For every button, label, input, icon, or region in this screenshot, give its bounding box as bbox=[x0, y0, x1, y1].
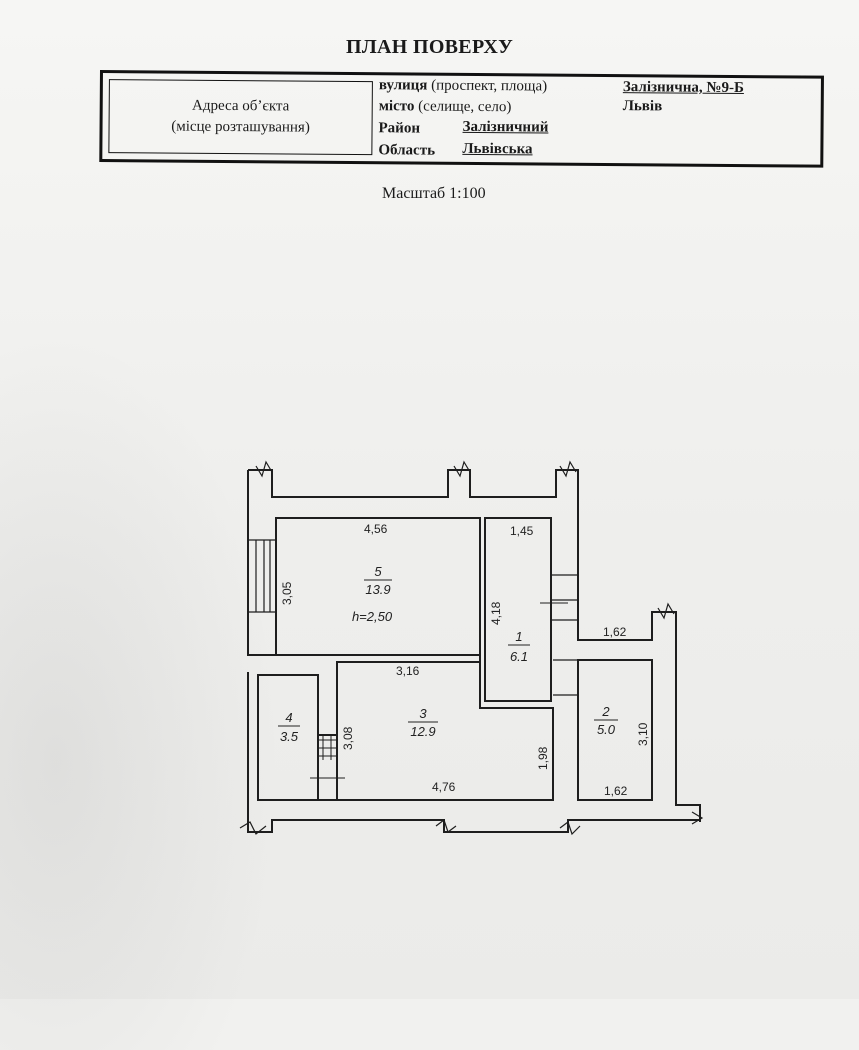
floor-plan: 4,56 3,05 5 13.9 h=2,50 1,45 4,18 1 6.1 … bbox=[239, 460, 704, 836]
room-5-height: h=2,50 bbox=[352, 609, 393, 624]
room-5-area: 13.9 bbox=[365, 582, 390, 597]
room-2-width-top: 1,62 bbox=[603, 625, 627, 639]
room-1-area: 6.1 bbox=[510, 649, 528, 664]
room-1-length: 4,18 bbox=[489, 601, 503, 625]
room-3-length-left: 3,08 bbox=[341, 726, 355, 750]
room-3-width-top: 3,16 bbox=[396, 664, 420, 678]
room-1-width: 1,45 bbox=[510, 524, 534, 538]
room-2-width-bottom: 1,62 bbox=[604, 784, 628, 798]
room-5-width: 4,56 bbox=[364, 522, 388, 536]
break-mark bbox=[255, 460, 273, 478]
room-5-outline bbox=[275, 517, 481, 656]
room-2-length: 3,10 bbox=[636, 722, 650, 746]
room-2-outline bbox=[577, 659, 653, 801]
room-3-number: 3 bbox=[419, 706, 427, 721]
room-3-area: 12.9 bbox=[410, 724, 435, 739]
window-left bbox=[248, 539, 276, 613]
outer-wall-top bbox=[248, 469, 579, 575]
room-4-outline bbox=[257, 674, 319, 801]
room-2-area: 5.0 bbox=[597, 722, 616, 737]
outer-wall-bottom bbox=[247, 805, 700, 833]
room-4-number: 4 bbox=[285, 710, 292, 725]
room-4-area: 3.5 bbox=[280, 729, 299, 744]
outer-wall-right bbox=[577, 575, 701, 822]
outer-wall-left bbox=[247, 470, 278, 656]
room-3-width-bottom: 4,76 bbox=[432, 780, 456, 794]
room-2-number: 2 bbox=[601, 704, 610, 719]
room-1-outline bbox=[484, 517, 552, 702]
room-5-length: 3,05 bbox=[280, 581, 294, 605]
room-3-length-right: 1,98 bbox=[536, 746, 550, 770]
page-title: ПЛАН ПОВЕРХУ bbox=[346, 36, 514, 58]
scale-label: Масштаб 1:100 bbox=[382, 185, 486, 202]
door-room-1 bbox=[551, 574, 578, 621]
room-1-number: 1 bbox=[515, 629, 522, 644]
paper-sheet bbox=[0, 0, 859, 999]
room-5-number: 5 bbox=[374, 564, 382, 579]
door-room-4 bbox=[318, 735, 337, 760]
